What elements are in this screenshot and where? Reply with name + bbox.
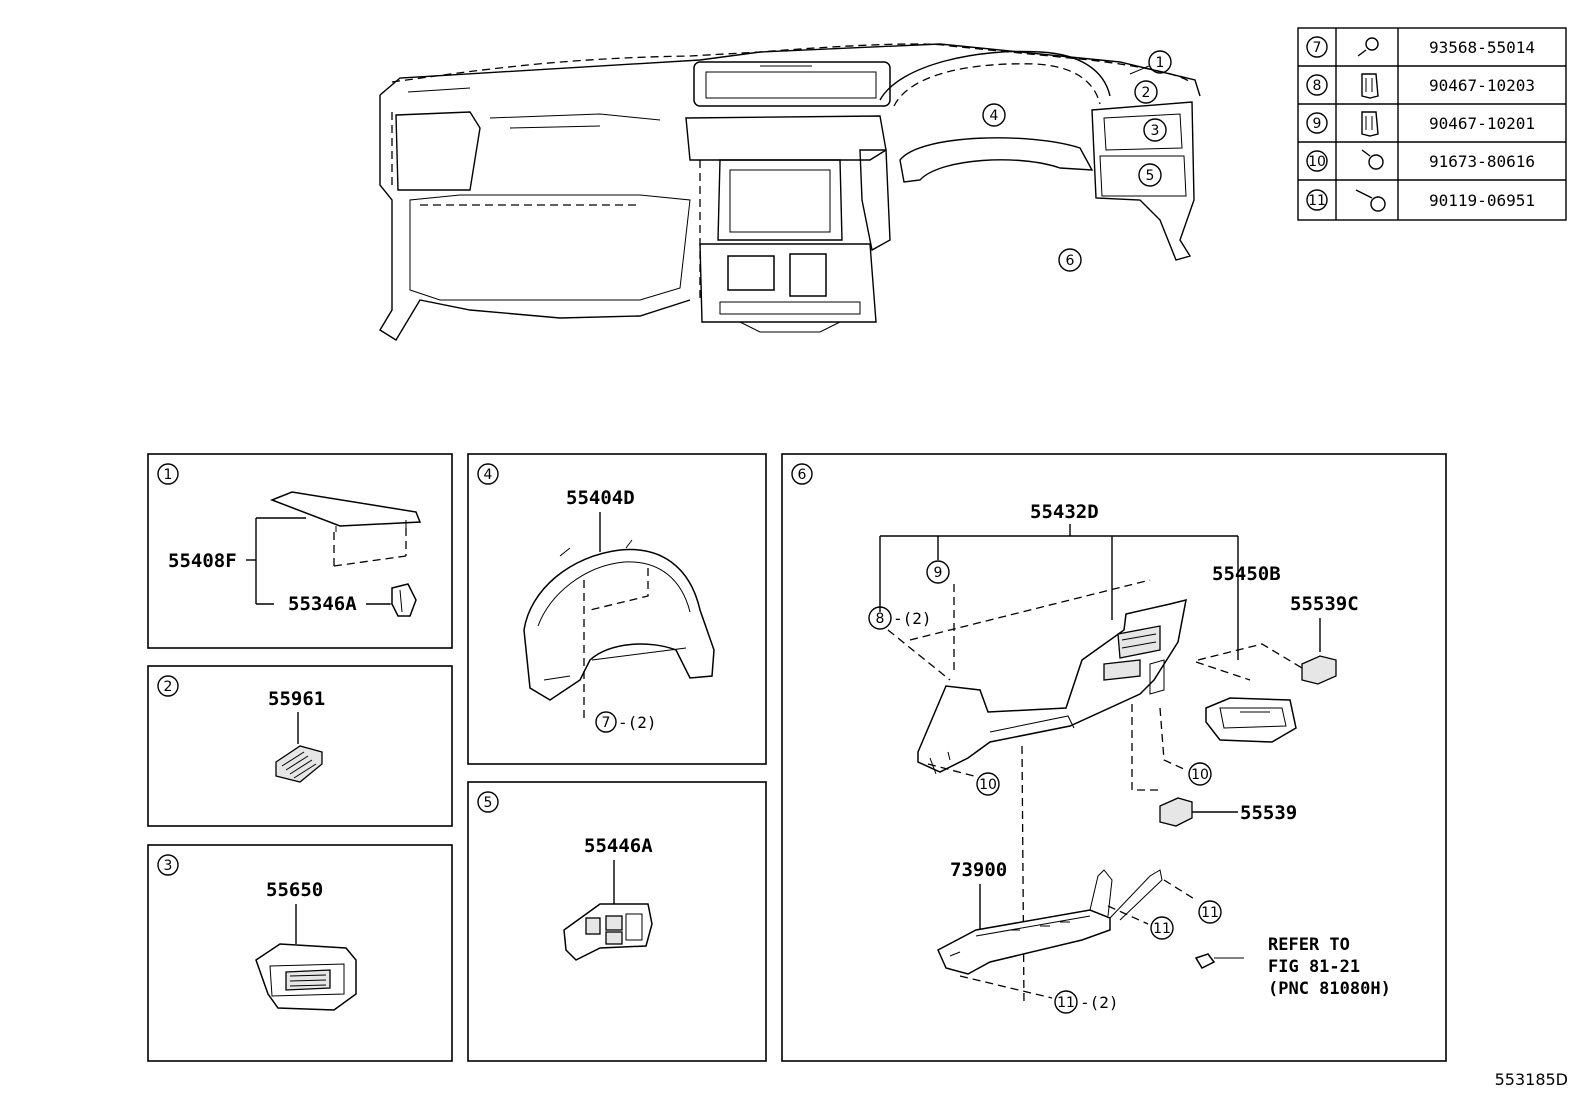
svg-text:93568-55014: 93568-55014	[1429, 38, 1535, 57]
part-label-55961: 55961	[268, 688, 325, 710]
callout-11-lower: 11 -(2)	[1054, 990, 1119, 1014]
svg-text:11: 11	[1308, 193, 1326, 209]
center-vent-55650	[255, 943, 357, 1011]
svg-text:7: 7	[1313, 40, 1322, 56]
callout-8: 8 -(2)	[868, 606, 932, 630]
svg-text:-(2): -(2)	[1080, 993, 1119, 1012]
coin-box-55450B	[1205, 697, 1297, 743]
svg-text:8: 8	[1313, 78, 1322, 94]
svg-text:90467-10201: 90467-10201	[1429, 114, 1535, 133]
detail-panel-3: 3 55650	[147, 844, 453, 1062]
callout-11-upper: 11	[1198, 900, 1222, 924]
svg-text:11: 11	[1201, 905, 1219, 921]
figure-code: 553185D	[1494, 1070, 1568, 1089]
svg-text:-(2): -(2)	[893, 609, 932, 628]
svg-text:3: 3	[1151, 123, 1160, 139]
svg-text:11: 11	[1057, 995, 1075, 1011]
screw-icon	[1357, 37, 1379, 57]
part-label-55346A: 55346A	[288, 593, 357, 615]
svg-text:1: 1	[164, 467, 173, 483]
detail-panel-1: 1 55408F 55346A	[147, 453, 453, 649]
svg-text:6: 6	[1066, 253, 1075, 269]
fastener-row: 8 90467-10203	[1306, 73, 1535, 99]
clip-55346A	[382, 583, 417, 617]
overview-callout-1: 1	[1129, 50, 1172, 75]
svg-text:10: 10	[1191, 767, 1209, 783]
svg-text:91673-80616: 91673-80616	[1429, 152, 1535, 171]
callout-10-right: 10	[1188, 762, 1212, 786]
svg-text:10: 10	[979, 777, 997, 793]
detail-panel-4: 4 55404D 7 -(2)	[467, 453, 767, 765]
svg-text:4: 4	[990, 108, 999, 124]
part-label-55539C: 55539C	[1290, 593, 1359, 615]
svg-text:1: 1	[1156, 55, 1165, 71]
svg-text:10: 10	[1308, 154, 1326, 170]
svg-text:-(2): -(2)	[618, 713, 657, 732]
refer-note-line-1: REFER TO	[1268, 935, 1350, 955]
fastener-row: 9 90467-10201	[1306, 111, 1535, 137]
part-label-55650: 55650	[266, 879, 323, 901]
svg-text:8: 8	[876, 611, 885, 627]
svg-text:11: 11	[1153, 921, 1171, 937]
blank-plate-55539C	[1301, 655, 1337, 685]
overview-callout-5: 5	[1138, 163, 1162, 187]
svg-text:7: 7	[602, 715, 611, 731]
part-label-55539: 55539	[1240, 802, 1297, 824]
overview-callout-6: 6	[1058, 248, 1082, 272]
detail-panel-6: 6 55432D 9 8 -(2) 5545	[781, 453, 1447, 1062]
fastener-row: 11 90119-06951	[1306, 189, 1535, 212]
svg-text:5: 5	[1146, 168, 1155, 184]
clip-icon	[1361, 111, 1379, 137]
lower-panel-55432D	[917, 598, 1187, 775]
overview-callout-3: 3	[1143, 118, 1167, 142]
fastener-table: 7 93568-55014 8 90467-10203 9 90467-1020	[1297, 27, 1567, 221]
svg-text:90467-10203: 90467-10203	[1429, 76, 1535, 95]
callout-10-left: 10	[976, 772, 1000, 796]
svg-text:90119-06951: 90119-06951	[1429, 191, 1535, 210]
clip-icon	[1361, 73, 1379, 99]
detail-panel-2: 2 55961	[147, 665, 453, 827]
svg-text:9: 9	[1313, 116, 1322, 132]
bracket-73900	[937, 869, 1163, 975]
svg-text:5: 5	[484, 795, 493, 811]
screw-icon	[1355, 189, 1386, 212]
switch-base-55446A	[563, 903, 653, 961]
callout-9: 9	[926, 560, 950, 584]
instrument-panel-overview: 1 2 3 4 5 6	[379, 43, 1201, 341]
callout-11-middle: 11	[1150, 916, 1174, 940]
svg-text:9: 9	[934, 565, 943, 581]
svg-text:3: 3	[164, 858, 173, 874]
fastener-row: 10 91673-80616	[1306, 149, 1535, 172]
meter-hood-55404D	[523, 539, 715, 701]
side-vent-55961	[275, 745, 323, 783]
svg-text:4: 4	[484, 467, 493, 483]
svg-text:2: 2	[1142, 85, 1151, 101]
screw-icon	[1361, 149, 1384, 170]
connector-icon	[1194, 953, 1244, 969]
svg-text:2: 2	[164, 679, 173, 695]
blank-plate-55539	[1159, 797, 1193, 827]
refer-note-line-3: (PNC 81080H)	[1268, 979, 1391, 999]
part-label-73900: 73900	[950, 859, 1007, 881]
overview-callout-4: 4	[982, 103, 1006, 127]
part-label-55432D: 55432D	[1030, 501, 1099, 523]
overview-callout-2: 2	[1134, 80, 1158, 104]
part-label-55450B: 55450B	[1212, 563, 1281, 585]
fastener-row: 7 93568-55014	[1306, 36, 1535, 58]
part-label-55408F: 55408F	[168, 550, 237, 572]
refer-note-line-2: FIG 81-21	[1268, 957, 1360, 977]
svg-text:6: 6	[798, 467, 807, 483]
part-label-55404D: 55404D	[566, 487, 635, 509]
detail-panel-5: 5 55446A	[467, 781, 767, 1062]
part-label-55446A: 55446A	[584, 835, 653, 857]
